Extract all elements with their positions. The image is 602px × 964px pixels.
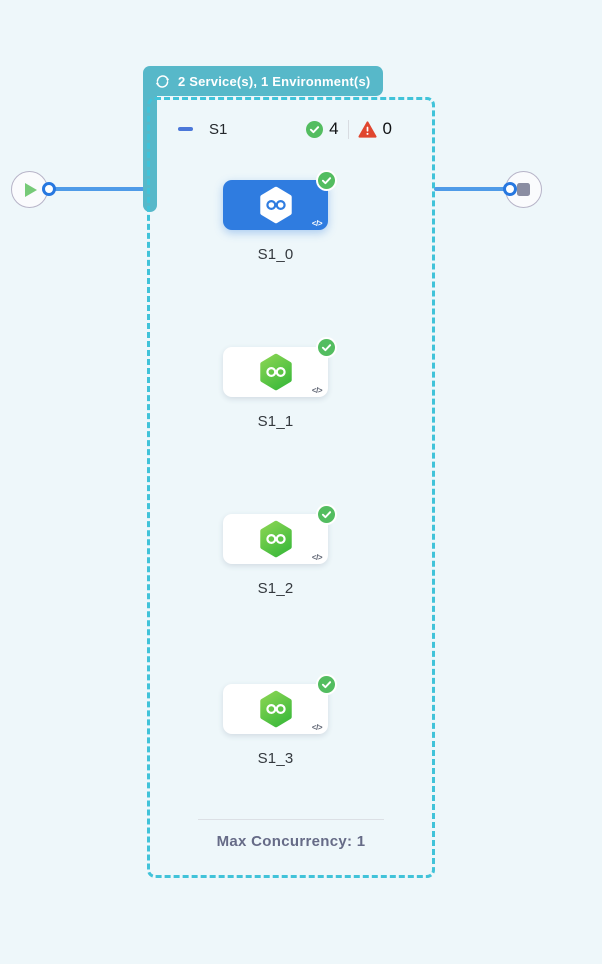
stage-status-counts: 4 0: [306, 119, 392, 139]
loop-badge-label: 2 Service(s), 1 Environment(s): [178, 73, 371, 89]
service-hexagon-icon: [259, 520, 293, 558]
step-label: S1_2: [257, 580, 294, 597]
step-card-s1-3[interactable]: </>: [223, 674, 337, 734]
step-label: S1_1: [257, 413, 294, 430]
stage-header: S1 4 0: [178, 117, 392, 141]
service-hexagon-icon: [259, 186, 293, 224]
edge-stage-to-end: [434, 187, 512, 191]
play-icon: [25, 182, 37, 197]
loop-icon: [155, 74, 170, 88]
stage-title: S1: [209, 120, 228, 138]
success-count: 4: [329, 119, 339, 138]
service-hexagon-icon: [259, 353, 293, 391]
error-count: 0: [382, 119, 392, 138]
step-label: S1_3: [257, 750, 294, 767]
stage-group-container: S1 4 0: [147, 97, 435, 878]
step-card-s1-0[interactable]: </>: [223, 170, 337, 230]
connector-port-icon[interactable]: [503, 182, 517, 196]
success-check-icon: [316, 170, 337, 191]
divider: [347, 119, 349, 139]
service-hexagon-icon: [259, 690, 293, 728]
code-icon: </>: [311, 723, 323, 732]
code-icon: </>: [311, 553, 323, 562]
code-icon: </>: [311, 219, 323, 228]
collapse-minus-icon[interactable]: [178, 127, 193, 131]
edge-start-to-stage: [46, 187, 148, 191]
stage-accent-strip: [143, 88, 157, 212]
error-count-icon: [358, 120, 377, 138]
step-card-s1-1[interactable]: </>: [223, 337, 337, 397]
success-check-icon: [316, 674, 337, 695]
connector-port-icon[interactable]: [42, 182, 56, 196]
step-card-s1-2[interactable]: </>: [223, 504, 337, 564]
stop-icon: [517, 183, 530, 196]
success-check-icon: [316, 504, 337, 525]
max-concurrency-label: Max Concurrency: 1: [216, 833, 366, 850]
step-label: S1_0: [257, 246, 294, 263]
success-count-icon: [306, 120, 324, 138]
code-icon: </>: [311, 386, 323, 395]
loop-strategy-badge[interactable]: 2 Service(s), 1 Environment(s): [143, 66, 384, 96]
pipeline-start-node[interactable]: [11, 171, 48, 208]
success-check-icon: [316, 337, 337, 358]
footer-divider: [198, 819, 384, 820]
